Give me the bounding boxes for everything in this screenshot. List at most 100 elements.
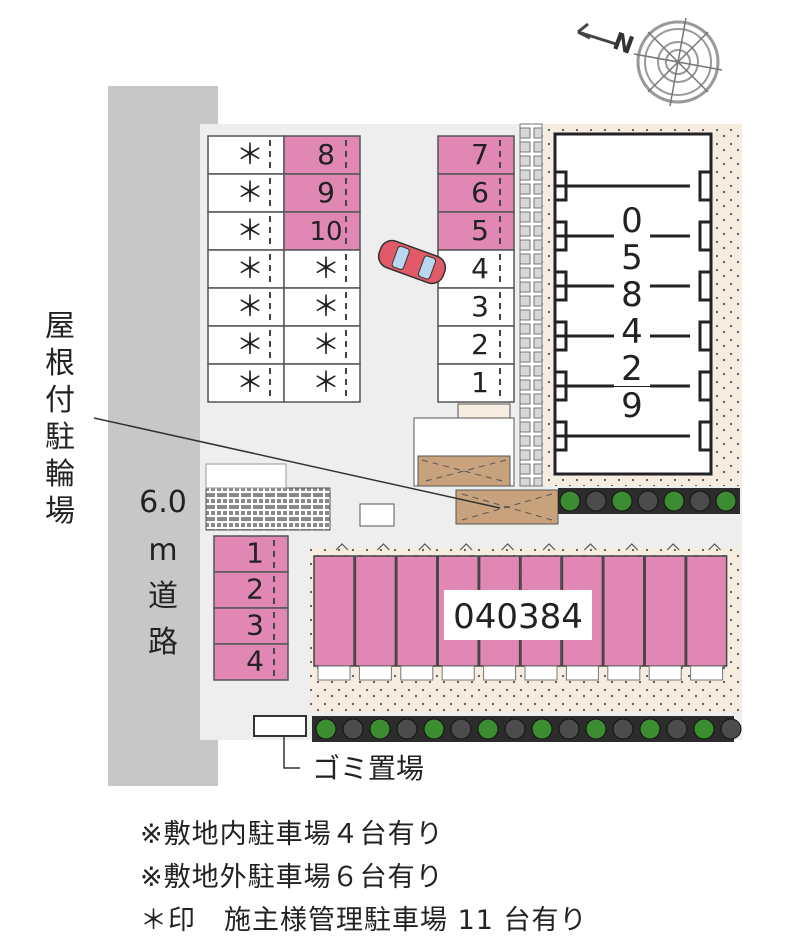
parking-lower-label: 2 (246, 573, 264, 606)
parking-mid-space (283, 135, 361, 175)
shrub (585, 718, 607, 740)
parking-lower-label: 3 (246, 609, 264, 642)
building-bottom-unit (644, 555, 686, 667)
shrub (342, 718, 364, 740)
compass-icon (577, 17, 723, 107)
building-bottom-unit (313, 555, 355, 667)
shrub (504, 718, 526, 740)
parking-left-label: ＊ (236, 176, 264, 209)
parking-right-space (437, 249, 515, 289)
shrub (396, 718, 418, 740)
shrub (315, 718, 337, 740)
entrance-white (205, 463, 287, 489)
road-label-char: 道 (148, 579, 178, 614)
bike-shelter-label-char: 根 (45, 346, 75, 381)
shrub (369, 718, 391, 740)
building-top-digit: 4 (621, 312, 643, 352)
parking-right-label: 1 (471, 366, 489, 399)
car-icon (377, 239, 447, 285)
parking-right-space (437, 363, 515, 403)
parking-right-space (437, 325, 515, 365)
building-top-digit: 9 (621, 386, 643, 426)
building-bottom-unit (685, 555, 728, 667)
building-bottom-unit (603, 555, 645, 667)
shrub (720, 718, 742, 740)
shrub (689, 490, 711, 512)
parking-left-label: ＊ (236, 252, 264, 285)
shrub (715, 490, 737, 512)
parking-left-label: ＊ (236, 366, 264, 399)
building-top-digit: 5 (621, 238, 643, 278)
parking-right-space (437, 173, 515, 213)
parking-right-label: 6 (471, 176, 489, 209)
building-top-digit: 8 (621, 275, 643, 315)
parking-mid-label: ＊ (312, 290, 340, 323)
parking-mid-label: ＊ (312, 328, 340, 361)
parking-left-label: ＊ (236, 138, 264, 171)
building-top-digit: 0 (621, 201, 643, 241)
building-bottom-unit (396, 555, 438, 667)
parking-left-label: ＊ (236, 214, 264, 247)
parking-left-label: ＊ (236, 290, 264, 323)
entrance-step (457, 403, 511, 419)
bike-shelter-label-char: 駐 (45, 420, 75, 455)
shrub (612, 718, 634, 740)
fence-strip (519, 123, 543, 487)
shrub (559, 490, 581, 512)
road-width-label: 6.0 (139, 485, 187, 520)
shrub (637, 490, 659, 512)
parking-mid-label: 10 (309, 217, 342, 247)
parking-mid-label: 8 (317, 138, 335, 171)
note-offsite-parking: ※敷地外駐車場６台有り (140, 862, 444, 893)
parking-lower-space (213, 571, 289, 609)
shrub (558, 718, 580, 740)
parking-left-label: ＊ (236, 328, 264, 361)
parking-lower-label: 4 (246, 645, 264, 678)
trash-area (253, 715, 307, 737)
bike-shelter-label-char: 輪 (45, 457, 75, 492)
bike-shelter-label-char: 場 (45, 494, 75, 529)
shrub (639, 718, 661, 740)
road-label-char: m (148, 533, 177, 568)
parking-mid-label: ＊ (312, 252, 340, 285)
parking-left-space (207, 287, 285, 327)
parking-right-label: 7 (471, 138, 489, 171)
hedge-row-bottom (312, 716, 742, 742)
bike-shelter-label-char: 付 (45, 383, 75, 418)
trash-label: ゴミ置場 (312, 752, 424, 785)
road (108, 86, 218, 786)
parking-left-space (207, 363, 285, 403)
bike-shelter-pointer (93, 417, 501, 509)
shrub (450, 718, 472, 740)
building-bottom-unit (354, 555, 397, 667)
parking-right-label: 5 (471, 214, 489, 247)
shrub (477, 718, 499, 740)
note-owner-parking: ＊印 施主様管理駐車場 11 台有り (140, 905, 588, 936)
parking-lower-space (213, 643, 289, 681)
hedge-row-top (558, 488, 740, 514)
shrub (666, 718, 688, 740)
parking-mid-space (283, 211, 361, 251)
gate (359, 503, 395, 527)
parking-mid-label: ＊ (312, 366, 340, 399)
shrub (423, 718, 445, 740)
shrub (585, 490, 607, 512)
bike-shelter (455, 489, 559, 525)
tile-walkway (205, 487, 331, 531)
parking-lower-label: 1 (246, 537, 264, 570)
building-bottom-label: 040384 (453, 597, 583, 637)
parking-right-label: 4 (471, 252, 489, 285)
road-label-char: 路 (148, 625, 178, 660)
parking-right-space (437, 135, 515, 175)
parking-mid-space (283, 363, 361, 403)
parking-mid-label: 9 (317, 176, 335, 209)
shrub (693, 718, 715, 740)
storage-shed (413, 417, 515, 487)
parking-right-label: 2 (471, 328, 489, 361)
parking-mid-space (283, 325, 361, 365)
compass-label: N (609, 27, 637, 60)
shrub (611, 490, 633, 512)
building-top-digit: 2 (621, 349, 643, 389)
